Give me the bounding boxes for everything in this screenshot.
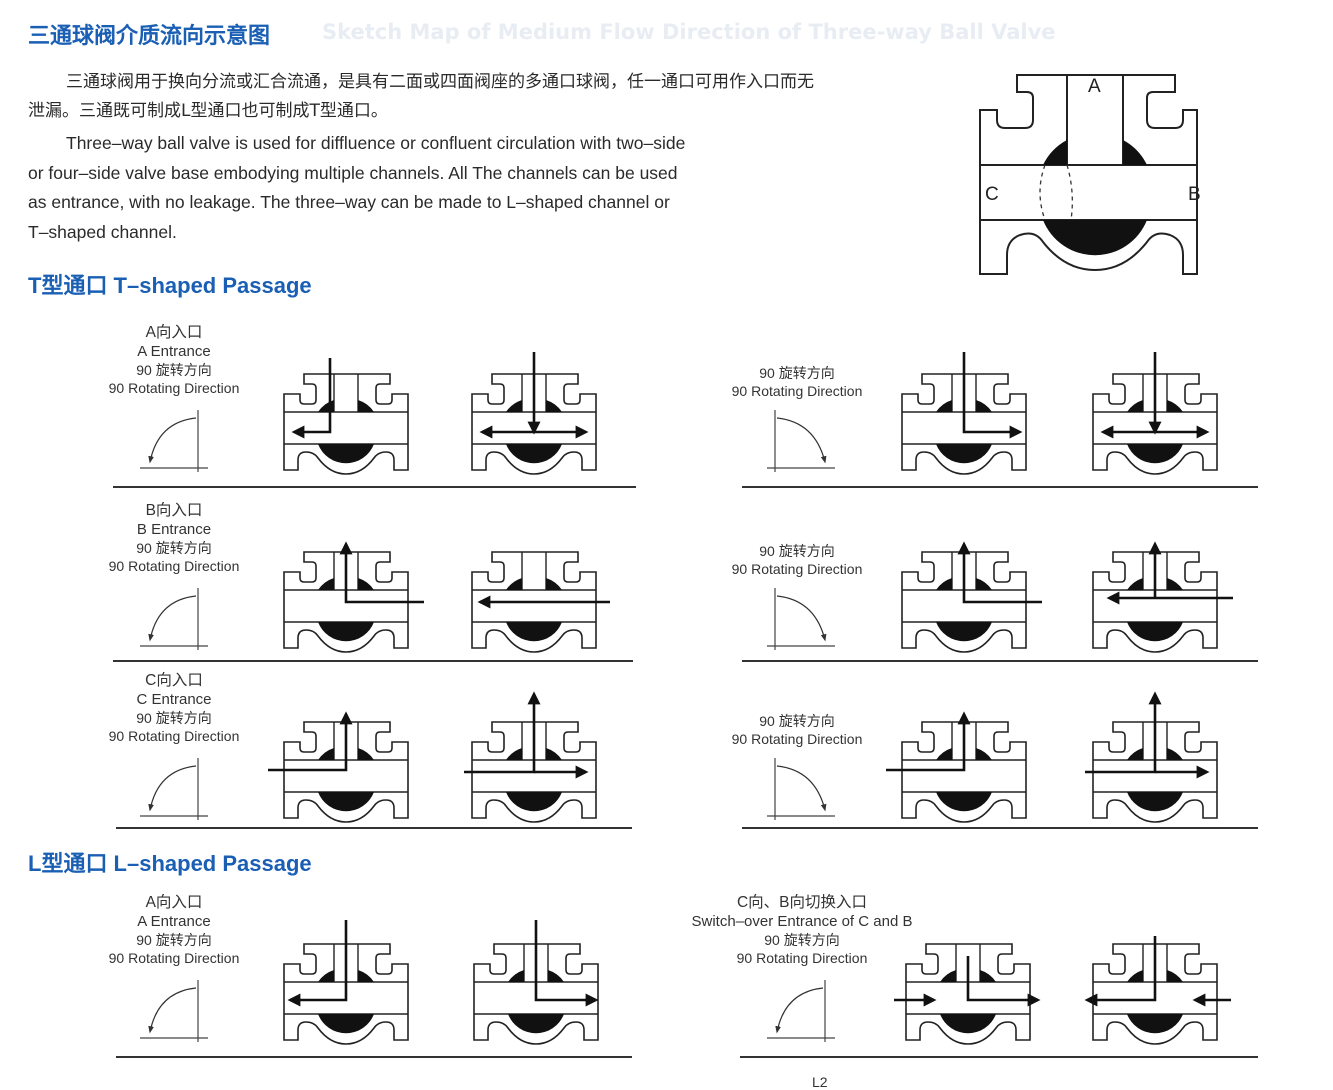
entrance-cn: C向入口 [145, 672, 203, 689]
intro-english-line: Three–way ball valve is used for difflue… [66, 133, 686, 153]
valve-diagram-l-a2 [473, 920, 599, 1045]
entrance-en: B Entrance [136, 521, 212, 538]
entrance-en: A Entrance [137, 913, 211, 930]
rotation-arc-icon-clockwise [767, 758, 835, 820]
intro-chinese: 三通球阀用于换向分流或汇合流通，是具有二面或四面阀座的多通口球阀，任一通口可用作… [28, 72, 814, 121]
entrance-cn: A向入口 [145, 894, 203, 911]
t-row-a-label: A向入口 A Entrance 90 旋转方向 90 Rotating Dire… [98, 323, 250, 397]
valve-diagram-l-s1 [894, 943, 1041, 1045]
l-right-label: C向、B向切换入口 Switch–over Entrance of C and … [668, 893, 936, 967]
port-b-label: B [1188, 184, 1201, 205]
row-divider [740, 1056, 1258, 1058]
row-divider [113, 660, 633, 662]
l-left-label: A向入口 A Entrance 90 旋转方向 90 Rotating Dire… [98, 893, 250, 967]
row-divider [116, 1056, 632, 1058]
valve-diagram-t-c3 [886, 711, 1027, 823]
rotation-arc-icon [140, 758, 208, 820]
valve-diagram-l-s2 [1084, 936, 1231, 1045]
rotation-angle: 90 旋转方向 [136, 362, 212, 378]
valve-diagram-t-a3 [901, 352, 1027, 475]
valve-diagram-t-b3 [901, 541, 1042, 653]
rotation-direction: 90 Rotating Direction [108, 558, 240, 574]
t-passage-title: T型通口 T–shaped Passage [28, 273, 312, 298]
rotation-angle: 90 旋转方向 [136, 540, 212, 556]
valve-diagram-t-c2 [464, 691, 597, 823]
rotation-arc-icon [767, 980, 835, 1042]
t-row-c-right-label: 90 旋转方向 90 Rotating Direction [722, 712, 872, 748]
rotation-arc-icon-clockwise [767, 588, 835, 650]
rotation-direction: 90 Rotating Direction [108, 380, 240, 396]
intro-english-line: as entrance, with no leakage. The three–… [28, 192, 670, 212]
row-divider [742, 486, 1258, 488]
rotation-direction: 90 Rotating Direction [108, 728, 240, 744]
t-row-b-label: B向入口 B Entrance 90 旋转方向 90 Rotating Dire… [98, 501, 250, 575]
row-divider [742, 660, 1258, 662]
rotation-angle: 90 旋转方向 [764, 932, 840, 948]
rotation-angle: 90 旋转方向 [759, 365, 835, 381]
valve-diagram-t-a2 [471, 352, 597, 475]
t-row-a-right-label: 90 旋转方向 90 Rotating Direction [722, 364, 872, 400]
rotation-direction: 90 Rotating Direction [731, 383, 863, 399]
valve-diagram-t-a1 [283, 358, 409, 475]
rotation-arc-icon [140, 410, 208, 472]
intro-english-line: T–shaped channel. [28, 221, 177, 242]
big-valve-diagram: A C B [979, 74, 1201, 275]
rotation-angle: 90 旋转方向 [759, 543, 835, 559]
rotation-direction: 90 Rotating Direction [108, 950, 240, 966]
valve-diagram-t-a4 [1092, 352, 1218, 475]
page-title-english-faded: Sketch Map of Medium Flow Direction of T… [322, 20, 1056, 44]
valve-diagram-t-c1 [268, 711, 409, 823]
port-c-label: C [985, 184, 999, 205]
entrance-en: C Entrance [136, 691, 212, 708]
t-row-b-right-label: 90 旋转方向 90 Rotating Direction [722, 542, 872, 578]
port-a-label: A [1088, 76, 1101, 97]
valve-diagram-t-b1 [283, 541, 424, 653]
rotation-arc-icon [140, 588, 208, 650]
valve-diagram-t-b2 [471, 551, 610, 653]
entrance-en: A Entrance [137, 343, 211, 360]
row-divider [742, 827, 1258, 829]
valve-diagram-t-c4 [1085, 691, 1218, 823]
valve-diagram-t-b4 [1092, 541, 1233, 653]
rotation-angle: 90 旋转方向 [759, 713, 835, 729]
row-divider [113, 486, 636, 488]
t-row-c-label: C向入口 C Entrance 90 旋转方向 90 Rotating Dire… [98, 671, 250, 745]
rotation-direction: 90 Rotating Direction [731, 561, 863, 577]
valve-diagram-l-a1 [283, 920, 409, 1045]
page-number: L2 [812, 1074, 828, 1090]
rotation-arc-icon [140, 980, 208, 1042]
entrance-en: Switch–over Entrance of C and B [691, 913, 913, 930]
page-title: 三通球阀介质流向示意图 [28, 24, 271, 49]
entrance-cn: C向、B向切换入口 [736, 894, 868, 911]
rotation-arc-icon-clockwise [767, 410, 835, 472]
intro-english: Three–way ball valve is used for difflue… [28, 129, 828, 247]
rotation-direction: 90 Rotating Direction [731, 731, 863, 747]
entrance-cn: A向入口 [145, 324, 203, 341]
rotation-direction: 90 Rotating Direction [736, 950, 868, 966]
rotation-angle: 90 旋转方向 [136, 710, 212, 726]
row-divider [116, 827, 632, 829]
rotation-angle: 90 旋转方向 [136, 932, 212, 948]
intro-english-line: or four–side valve base embodying multip… [28, 162, 678, 183]
entrance-cn: B向入口 [145, 502, 203, 519]
l-passage-title: L型通口 L–shaped Passage [28, 851, 312, 876]
